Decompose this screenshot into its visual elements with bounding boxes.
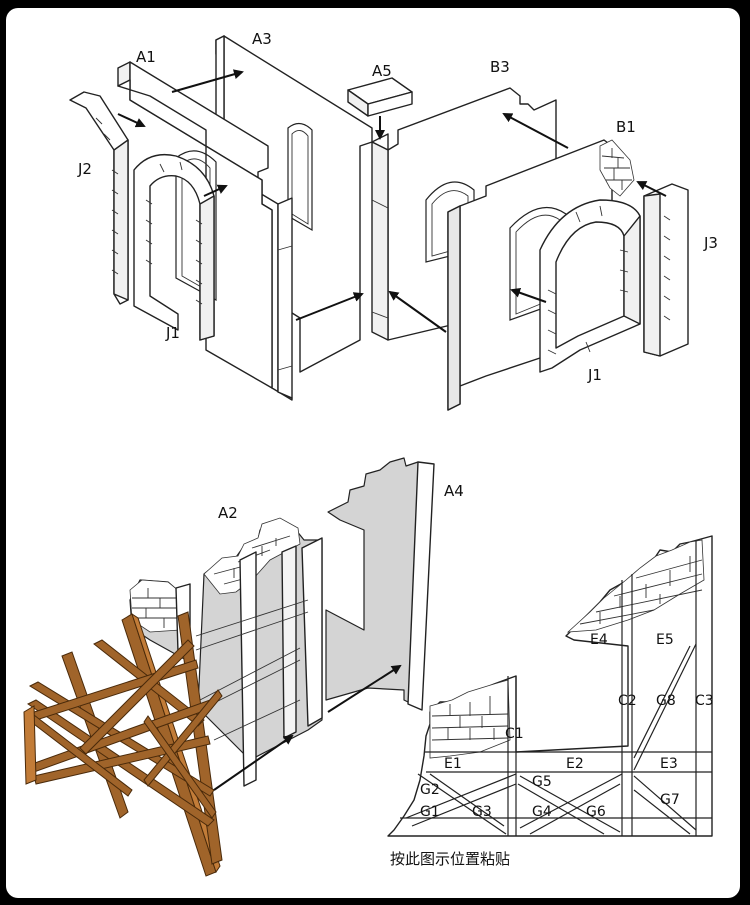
instruction-panel: A1 A3 A5 B3 B1 J2 J1 J1 J3 — [6, 8, 740, 898]
label-a4: A4 — [444, 482, 464, 500]
guide-label-g8: G8 — [656, 693, 676, 709]
guide-caption: 按此图示位置粘贴 — [390, 850, 510, 868]
guide-label-e1: E1 — [444, 756, 462, 772]
label-b3: B3 — [490, 58, 510, 76]
label-j1-right: J1 — [587, 366, 602, 384]
guide-label-e5: E5 — [656, 632, 674, 648]
label-a2: A2 — [218, 504, 238, 522]
guide-label-g2: G2 — [420, 782, 440, 798]
guide-label-g6: G6 — [586, 804, 606, 820]
part-a2-wall — [195, 517, 323, 787]
guide-label-c1: C1 — [505, 726, 524, 742]
guide-label-e4: E4 — [590, 632, 608, 648]
part-j1-left-frame — [133, 153, 215, 341]
guide-label-g4: G4 — [532, 804, 552, 820]
timber-frame — [23, 611, 223, 877]
b1-brick-corner — [599, 139, 635, 197]
guide-label-g5: G5 — [532, 774, 552, 790]
label-j2: J2 — [77, 160, 92, 178]
guide-label-g1: G1 — [420, 804, 440, 820]
label-j3: J3 — [703, 234, 718, 252]
guide-bricks-left — [429, 679, 511, 759]
guide-label-e2: E2 — [566, 756, 584, 772]
label-a5: A5 — [372, 62, 392, 80]
guide-label-e3: E3 — [660, 756, 678, 772]
top-exploded-view: A1 A3 A5 B3 B1 J2 J1 J1 J3 — [69, 30, 718, 411]
assembly-diagram: A1 A3 A5 B3 B1 J2 J1 J1 J3 — [23, 30, 718, 877]
part-j1-right-frame — [539, 199, 641, 373]
label-j1-left: J1 — [165, 324, 180, 342]
bottom-left-exploded-view: A2 A4 — [23, 457, 464, 877]
part-a5-block — [347, 77, 413, 117]
label-a1: A1 — [136, 48, 156, 66]
part-j2-pillar — [69, 91, 129, 305]
bottom-arrows — [213, 664, 402, 791]
top-arrows — [117, 69, 667, 333]
label-a3: A3 — [252, 30, 272, 48]
part-j3-pillar — [643, 183, 689, 357]
label-b1: B1 — [616, 118, 636, 136]
guide-label-g3: G3 — [472, 804, 492, 820]
guide-bricks-right — [566, 539, 705, 633]
part-a4-wall — [325, 457, 435, 711]
guide-label-c3: C3 — [695, 693, 714, 709]
guide-label-g7: G7 — [660, 792, 680, 808]
placement-guide: E4 E5 C2 G8 C3 C1 E1 E2 E3 G2 G5 G7 G1 G… — [387, 535, 714, 868]
part-a1-wall — [117, 61, 293, 401]
guide-label-c2: C2 — [618, 693, 637, 709]
